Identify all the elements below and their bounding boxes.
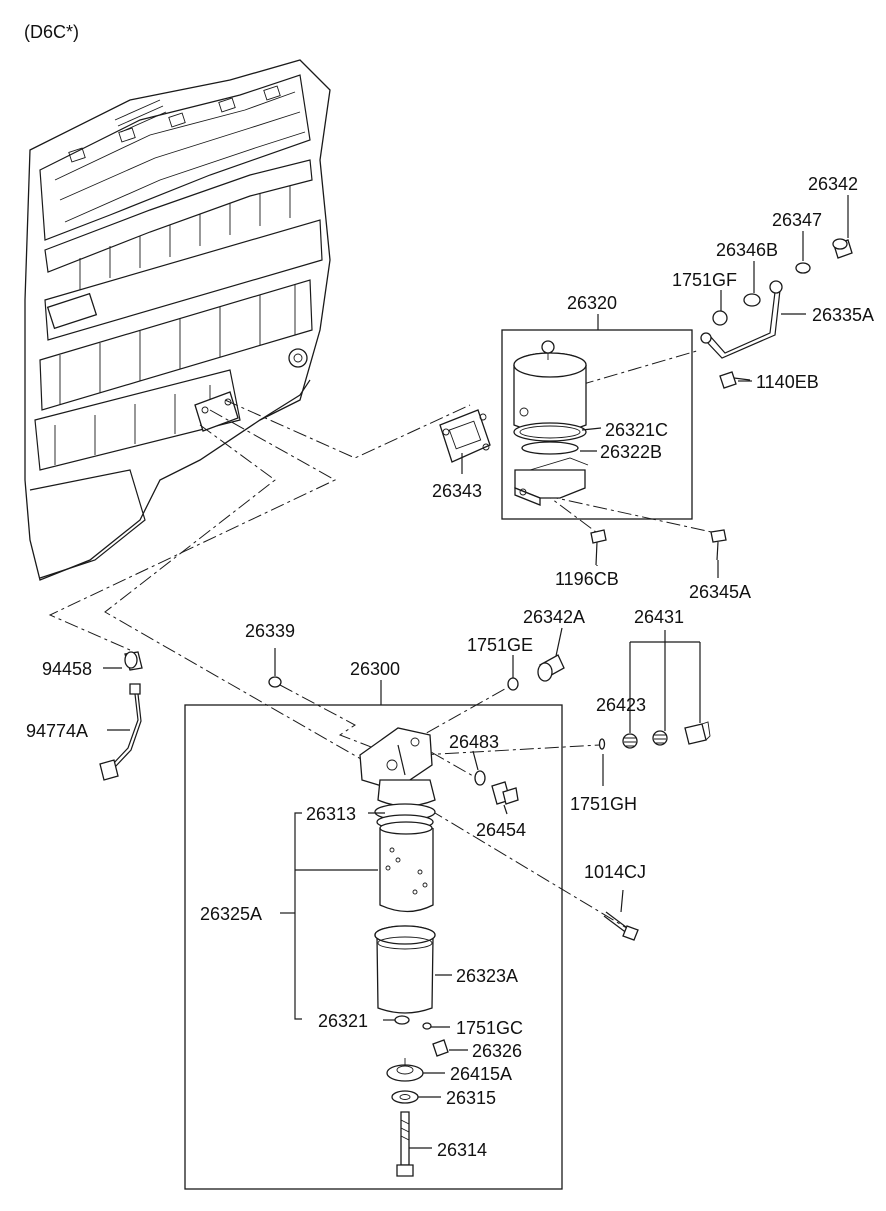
- part-number-labels: 26342 26347 26346B 1751GF 26320 26335A 1…: [26, 174, 874, 1160]
- label-26346B: 26346B: [716, 240, 778, 260]
- upper-fuel-filter: [513, 340, 589, 506]
- center-bolt-26314: [396, 1111, 414, 1177]
- filter-element: [374, 803, 436, 913]
- fitting-26342A: [537, 654, 565, 682]
- fitting-26346B: [743, 293, 761, 307]
- label-26325A: 26325A: [200, 904, 262, 924]
- label-26343: 26343: [432, 481, 482, 501]
- label-26431: 26431: [634, 607, 684, 627]
- label-1014CJ: 1014CJ: [584, 862, 646, 882]
- fuel-pipe-26335A: [700, 280, 783, 359]
- label-26320: 26320: [567, 293, 617, 313]
- label-26322B: 26322B: [600, 442, 662, 462]
- label-1751GE: 1751GE: [467, 635, 533, 655]
- flange-gasket-26343: [439, 409, 491, 463]
- label-26300: 26300: [350, 659, 400, 679]
- label-1751GH: 1751GH: [570, 794, 637, 814]
- label-26315: 26315: [446, 1088, 496, 1108]
- bolt-1014CJ: [603, 911, 639, 941]
- label-26335A: 26335A: [812, 305, 874, 325]
- o-ring-1751GC: [422, 1022, 432, 1030]
- label-94458: 94458: [42, 659, 92, 679]
- label-1196CB: 1196CB: [555, 569, 619, 589]
- drain-plug-26326: [432, 1039, 449, 1057]
- label-26339: 26339: [245, 621, 295, 641]
- label-1140EB: 1140EB: [756, 372, 819, 392]
- bolt-26454: [491, 781, 519, 805]
- label-1751GF: 1751GF: [672, 270, 737, 290]
- hose-94774A: [99, 683, 142, 781]
- washer-26315: [391, 1090, 419, 1104]
- label-26345A: 26345A: [689, 582, 751, 602]
- heater-parts-26431: [622, 721, 711, 749]
- label-26483: 26483: [449, 732, 499, 752]
- label-26321: 26321: [318, 1011, 368, 1031]
- label-leader-lines: [103, 195, 849, 1149]
- label-94774A: 94774A: [26, 721, 88, 741]
- label-26326: 26326: [472, 1041, 522, 1061]
- label-26321C: 26321C: [605, 420, 668, 440]
- bolt-1196CB: [590, 529, 607, 566]
- filter-head: [359, 727, 436, 807]
- elbow-fitting-94458: [124, 651, 143, 671]
- label-26347: 26347: [772, 210, 822, 230]
- label-26454: 26454: [476, 820, 526, 840]
- label-26313: 26313: [306, 804, 356, 824]
- bolt-1140EB: [719, 371, 751, 389]
- group-box-26300: [184, 704, 563, 1190]
- bolt-26345A: [710, 529, 727, 561]
- o-ring-1751GH: [598, 738, 606, 750]
- filter-bowl: [374, 925, 436, 1014]
- label-26342A: 26342A: [523, 607, 585, 627]
- plug-26483: [474, 770, 486, 786]
- label-26415A: 26415A: [450, 1064, 512, 1084]
- label-26323A: 26323A: [456, 966, 518, 986]
- label-26423: 26423: [596, 695, 646, 715]
- label-26342: 26342: [808, 174, 858, 194]
- washer-26339: [268, 676, 282, 688]
- group-box-26320: [501, 329, 693, 520]
- seal-26415A: [386, 1058, 424, 1082]
- label-26314: 26314: [437, 1140, 487, 1160]
- washer-26347: [795, 262, 811, 274]
- washer-1751GE: [507, 677, 519, 691]
- o-ring-26321: [394, 1015, 410, 1025]
- bolt-26342: [832, 238, 853, 259]
- engine-variant-label: (D6C*): [24, 22, 79, 42]
- label-1751GC: 1751GC: [456, 1018, 523, 1038]
- engine-block-illustration: [24, 59, 331, 581]
